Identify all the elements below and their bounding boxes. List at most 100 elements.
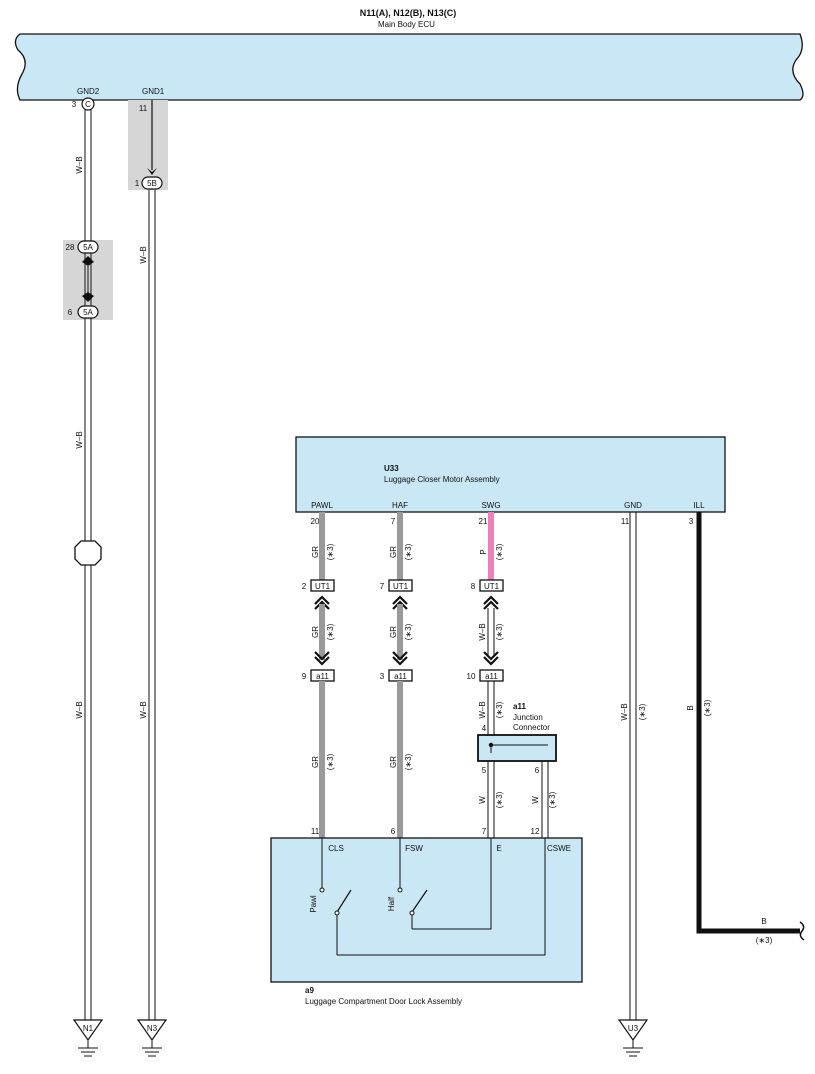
conn-ut1-swg-label: UT1 [484,582,500,591]
junction-connector-a11: a11 Junction Connector 4 5 6 W (∗3) W (∗… [477,702,557,838]
a9-pin-cswe: CSWE [547,844,571,853]
gnd-wire-label: W–B [620,703,629,720]
conn-5b [141,176,163,190]
ill-wire-label: B [686,705,695,710]
highlight-gnd1 [128,100,168,190]
ground-n1: N1 [72,1019,104,1057]
conn-5a-top [77,240,99,254]
conn-a11-pawl-pin: 9 [302,672,307,681]
swg-note-top: (∗3) [495,543,504,560]
haf-note-bot: (∗3) [404,753,413,770]
u33-name: Luggage Closer Motor Assembly [384,475,500,484]
gnd1-pin-no: 11 [139,104,148,113]
conn-5a-top-label: 5A [83,243,93,252]
u33-pinno-ill: 3 [689,517,694,526]
junction-pin-out-left: 5 [482,766,487,775]
swg-label-top: P [479,549,488,554]
u33-id: U33 [384,464,399,473]
conn-5b-label: 5B [147,179,157,188]
conn-ut1-swg-pin: 8 [471,582,476,591]
pawl-note-mid: (∗3) [326,623,335,640]
wire-pawl: GR (∗3) UT1 2 GR (∗3) a11 9 GR (∗3) [302,512,335,838]
a9-pinno-cls: 11 [311,827,320,836]
wire2-label-top: W–B [139,246,148,263]
ecu-name: Main Body ECU [378,20,435,29]
haf-note-top: (∗3) [404,543,413,560]
conn-a11-haf-pin: 3 [380,672,385,681]
gnd-wire-note: (∗3) [638,703,647,720]
a9-name: Luggage Compartment Door Lock Assembly [305,997,462,1006]
e-wire-label: W [478,796,487,804]
junction-id: a11 [513,702,526,711]
junction-pin-out-right: 6 [535,766,540,775]
wire-haf: GR (∗3) UT1 7 GR (∗3) a11 3 GR (∗3) [380,512,413,838]
conn-5b-pin: 1 [135,179,140,188]
wire-gnd2: C 3 W–B 5A 28 5A 6 W–B W–B [66,97,102,1020]
wire1-label-mid: W–B [75,431,84,448]
pawl-label-top: GR [311,546,320,558]
swg-note-mid: (∗3) [495,623,504,640]
ground-n3: N3 [136,1019,168,1057]
haf-label-top: GR [389,546,398,558]
main-body-ecu: N11(A), N12(B), N13(C) Main Body ECU GND… [14,8,804,101]
conn-ut1-pawl-label: UT1 [315,582,331,591]
conn-5a-top-pin: 28 [66,243,75,252]
ground-u3: U3 [617,1019,649,1057]
ground-n1-label: N1 [83,1024,94,1033]
ground-u3-label: U3 [628,1024,639,1033]
e-wire-note: (∗3) [495,791,504,808]
wire-gnd1: 11 5B 1 W–B W–B [135,100,163,1020]
u33-pin-swg: SWG [481,501,500,510]
gnd1-arrow [147,168,157,175]
conn-arrow-up [82,256,94,266]
haf-label-mid: GR [389,626,398,638]
pin-c-circle [81,97,95,111]
junction-name2: Connector [513,723,550,732]
wire-ill: B (∗3) B (∗3) [686,512,805,945]
a9-pin-e: E [496,844,501,853]
conn-a11-swg-pin: 10 [467,672,476,681]
ill-wire-note: (∗3) [703,699,712,716]
ecu-pin-gnd1-label: GND1 [142,87,165,96]
wire1-label-bot: W–B [75,701,84,718]
u33-pinno-haf: 7 [391,517,396,526]
haf-label-bot: GR [389,756,398,768]
swg-label-bot: W–B [478,701,487,718]
pawl-label-mid: GR [311,626,320,638]
u33-pin-pawl: PAWL [311,501,333,510]
conn-ut1-pawl [310,579,335,592]
conn-ut1-haf-label: UT1 [393,582,409,591]
ecu-pin-gnd2-label: GND2 [77,87,100,96]
conn-a11-haf-label: a11 [394,672,407,681]
pin-c-no: 3 [72,100,77,109]
u33-pin-gnd: GND [624,501,642,510]
u33-pin-haf: HAF [392,501,408,510]
u33-pinno-swg: 21 [479,517,488,526]
wire-swg: P (∗3) UT1 8 W–B (∗3) a11 10 W–B (∗3) [467,512,504,735]
ground-n3-label: N3 [147,1024,158,1033]
cswe-wire-label: W [531,796,540,804]
conn-arrow-down [82,292,94,302]
conn-ut1-haf [388,579,413,592]
u33-pin-ill: ILL [693,501,705,510]
pawl-note-bot: (∗3) [326,753,335,770]
conn-ut1-pawl-pin: 2 [302,582,307,591]
pin-c-conn: C [85,100,91,109]
u33-pinno-pawl: 20 [311,517,320,526]
conn-a11-swg-label: a11 [485,672,498,681]
conn-5a-bot [77,305,99,319]
u33-pinno-gnd: 11 [621,517,630,526]
a9-pin-fsw: FSW [405,844,423,853]
junction-name1: Junction [513,713,543,722]
junction-pin-in: 4 [482,724,487,733]
ill-end-note: (∗3) [756,936,773,945]
ecu-body [14,33,804,101]
wire1-label-top: W–B [75,156,84,173]
ecu-title: N11(A), N12(B), N13(C) [360,8,457,18]
conn-a11-pawl-label: a11 [316,672,329,681]
wire2-label-bot: W–B [139,701,148,718]
switch-pawl-label: Pawl [309,895,318,913]
swg-label-mid: W–B [478,623,487,640]
